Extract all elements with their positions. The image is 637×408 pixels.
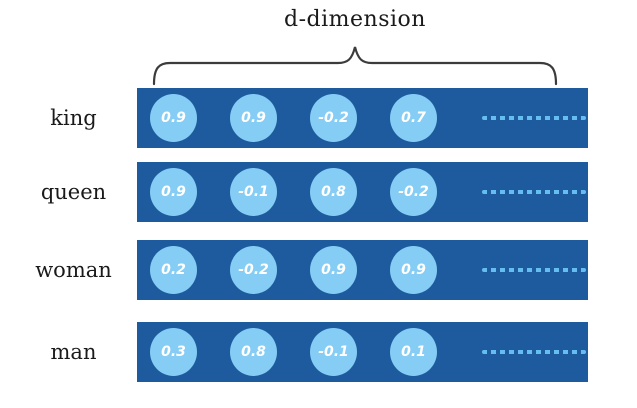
vector-value: 0.9 bbox=[150, 94, 197, 142]
diagram-title: d-dimension bbox=[284, 7, 426, 32]
vector-value: -0.2 bbox=[310, 94, 357, 142]
vector-value: 0.9 bbox=[390, 246, 437, 294]
embedding-row-king: king 0.9 0.9 -0.2 0.7 bbox=[0, 88, 637, 148]
vector-bar-queen: 0.9 -0.1 0.8 -0.2 bbox=[137, 162, 588, 222]
vector-value: -0.1 bbox=[310, 328, 357, 376]
ellipsis-dots-icon bbox=[482, 190, 586, 194]
vector-value: 0.8 bbox=[230, 328, 277, 376]
vector-value: 0.9 bbox=[150, 168, 197, 216]
vector-value: 0.7 bbox=[390, 94, 437, 142]
word-label-woman: woman bbox=[35, 258, 112, 282]
vector-value: -0.1 bbox=[230, 168, 277, 216]
vector-value: 0.3 bbox=[150, 328, 197, 376]
vector-value: 0.9 bbox=[230, 94, 277, 142]
ellipsis-dots-icon bbox=[482, 268, 586, 272]
word-label-man: man bbox=[50, 340, 97, 364]
ellipsis-dots-icon bbox=[482, 350, 586, 354]
vector-bar-man: 0.3 0.8 -0.1 0.1 bbox=[137, 322, 588, 382]
word-label-king: king bbox=[50, 106, 97, 130]
vector-bar-king: 0.9 0.9 -0.2 0.7 bbox=[137, 88, 588, 148]
dimension-brace-icon bbox=[152, 46, 558, 86]
embedding-row-man: man 0.3 0.8 -0.1 0.1 bbox=[0, 322, 637, 382]
embedding-row-woman: woman 0.2 -0.2 0.9 0.9 bbox=[0, 240, 637, 300]
vector-value: 0.1 bbox=[390, 328, 437, 376]
vector-value: 0.2 bbox=[150, 246, 197, 294]
ellipsis-dots-icon bbox=[482, 116, 586, 120]
word-label-queen: queen bbox=[40, 180, 107, 204]
vector-bar-woman: 0.2 -0.2 0.9 0.9 bbox=[137, 240, 588, 300]
vector-value: -0.2 bbox=[230, 246, 277, 294]
vector-value: 0.9 bbox=[310, 246, 357, 294]
vector-value: -0.2 bbox=[390, 168, 437, 216]
vector-value: 0.8 bbox=[310, 168, 357, 216]
embedding-row-queen: queen 0.9 -0.1 0.8 -0.2 bbox=[0, 162, 637, 222]
